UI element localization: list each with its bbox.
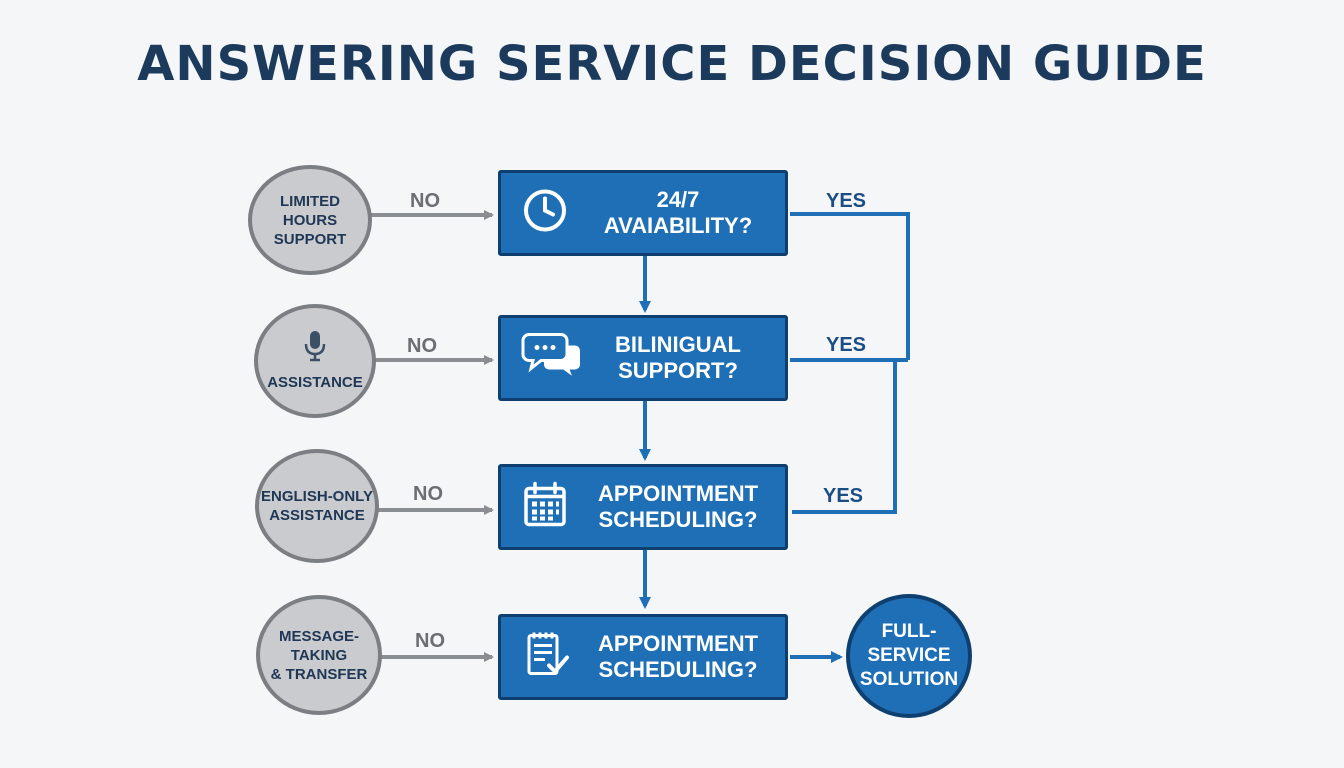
microphone-icon <box>304 330 326 367</box>
outcome-label: ASSISTANCE <box>267 374 363 391</box>
outcome-label: MESSAGE-TAKING <box>278 627 359 664</box>
checklist-icon <box>521 630 571 685</box>
yes-label: YES <box>826 334 867 356</box>
decision-question: APPOINTMENT SCHEDULING? <box>591 617 765 697</box>
final-label: FULL-SERVICE <box>867 621 951 666</box>
outcome-label: SUPPORT <box>273 230 347 248</box>
decision-line: APPOINTMENT <box>597 631 759 656</box>
outcome-limited-hours: LIMITED HOURS SUPPORT <box>248 165 372 275</box>
final-solution: FULL-SERVICE SOLUTION <box>846 594 972 718</box>
outcome-label: ASSISTANCE <box>269 507 365 524</box>
outcome-assistance: ASSISTANCE <box>254 304 376 418</box>
decision-bilingual-support: BILINIGUAL SUPPORT? <box>498 315 788 401</box>
outcome-message-taking: MESSAGE-TAKING & TRANSFER <box>256 595 382 715</box>
decision-line: AVAIABILITY? <box>603 213 753 238</box>
no-label: NO <box>407 335 437 357</box>
decision-line: SUPPORT? <box>618 358 738 383</box>
decision-line: BILINIGUAL <box>615 332 741 357</box>
decision-24-7-availability: 24/7 AVAIABILITY? <box>498 170 788 256</box>
decision-question: APPOINTMENT SCHEDULING? <box>591 467 765 547</box>
outcome-label: ENGLISH-ONLY <box>261 488 373 505</box>
outcome-english-only: ENGLISH-ONLY ASSISTANCE <box>255 449 379 563</box>
decision-appointment-scheduling-final: APPOINTMENT SCHEDULING? <box>498 614 788 700</box>
decision-appointment-scheduling: APPOINTMENT SCHEDULING? <box>498 464 788 550</box>
decision-line: SCHEDULING? <box>598 507 758 532</box>
yes-line-1 <box>790 212 910 360</box>
outcome-label: & TRANSFER <box>270 665 368 683</box>
yes-label: YES <box>823 485 864 507</box>
decision-question: 24/7 AVAIABILITY? <box>591 173 765 253</box>
decision-line: APPOINTMENT <box>597 481 759 506</box>
yes-line-3 <box>792 360 897 514</box>
no-label: NO <box>410 190 440 212</box>
decision-line: 24/7 <box>656 187 700 212</box>
no-label: NO <box>415 630 445 652</box>
decision-line: SCHEDULING? <box>598 657 758 682</box>
chat-bubbles-icon <box>521 331 583 386</box>
calendar-icon <box>521 481 569 534</box>
no-label: NO <box>413 483 443 505</box>
outcome-label: LIMITED HOURS <box>280 192 340 229</box>
decision-question: BILINIGUAL SUPPORT? <box>591 318 765 398</box>
clock-icon <box>521 187 569 240</box>
yes-label: YES <box>826 190 867 212</box>
page-title: ANSWERING SERVICE DECISION GUIDE <box>137 36 1207 92</box>
final-label: SOLUTION <box>859 669 959 690</box>
